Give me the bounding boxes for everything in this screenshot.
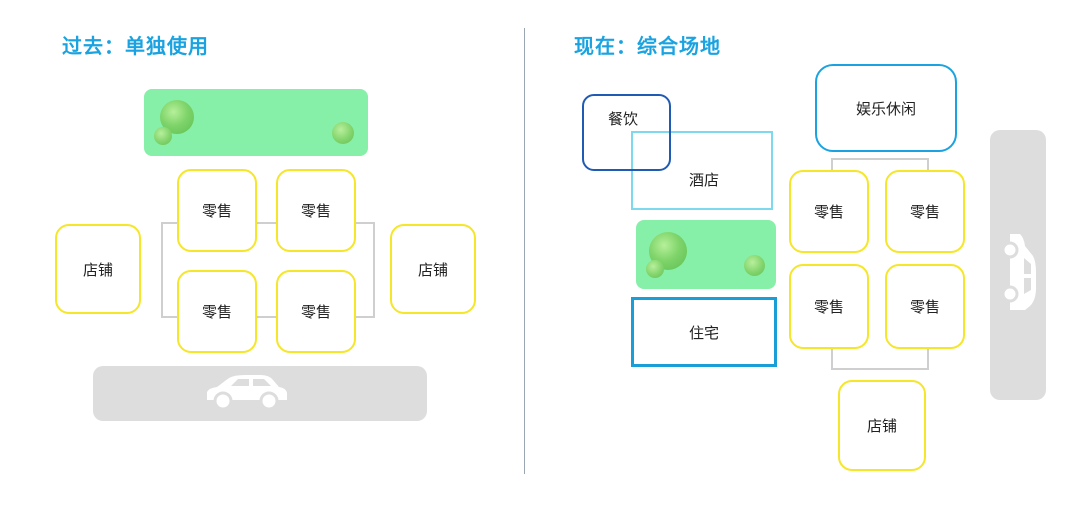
car-icon (207, 375, 287, 411)
entertainment-box: 娱乐休闲 (815, 64, 957, 152)
connector-line (831, 158, 833, 172)
car-icon (1001, 234, 1036, 310)
connector-line (373, 222, 375, 318)
connector-line (161, 222, 163, 318)
connector-line (927, 348, 929, 370)
hotel-label: 酒店 (689, 171, 720, 189)
connector-line (161, 222, 375, 224)
connector-line (927, 158, 929, 172)
dining-label: 餐饮 (608, 110, 639, 128)
left-panel-title: 过去：单独使用 (62, 34, 209, 58)
connector-line (831, 348, 833, 370)
tree-icon (744, 255, 765, 276)
tree-icon (154, 127, 172, 145)
dining-box: 餐饮 (582, 94, 671, 171)
shop-box: 店铺 (838, 380, 926, 471)
park-area (144, 89, 368, 156)
retail-box: 零售 (276, 169, 356, 252)
panel-divider (524, 28, 525, 474)
retail-box: 零售 (789, 170, 869, 253)
connector-line (831, 368, 929, 370)
residence-box: 住宅 (631, 297, 777, 367)
shop-box: 店铺 (390, 224, 476, 314)
connector-line (831, 158, 929, 160)
connector-line (161, 316, 375, 318)
park-area (636, 220, 776, 289)
retail-box: 零售 (885, 170, 965, 253)
retail-box: 零售 (789, 264, 869, 349)
right-panel-title: 现在：综合场地 (574, 34, 721, 58)
road (93, 366, 427, 421)
retail-box: 零售 (177, 169, 257, 252)
retail-box: 零售 (885, 264, 965, 349)
tree-icon (646, 260, 664, 278)
retail-box: 零售 (177, 270, 257, 353)
shop-box: 店铺 (55, 224, 141, 314)
tree-icon (332, 122, 354, 144)
retail-box: 零售 (276, 270, 356, 353)
road (990, 130, 1046, 400)
